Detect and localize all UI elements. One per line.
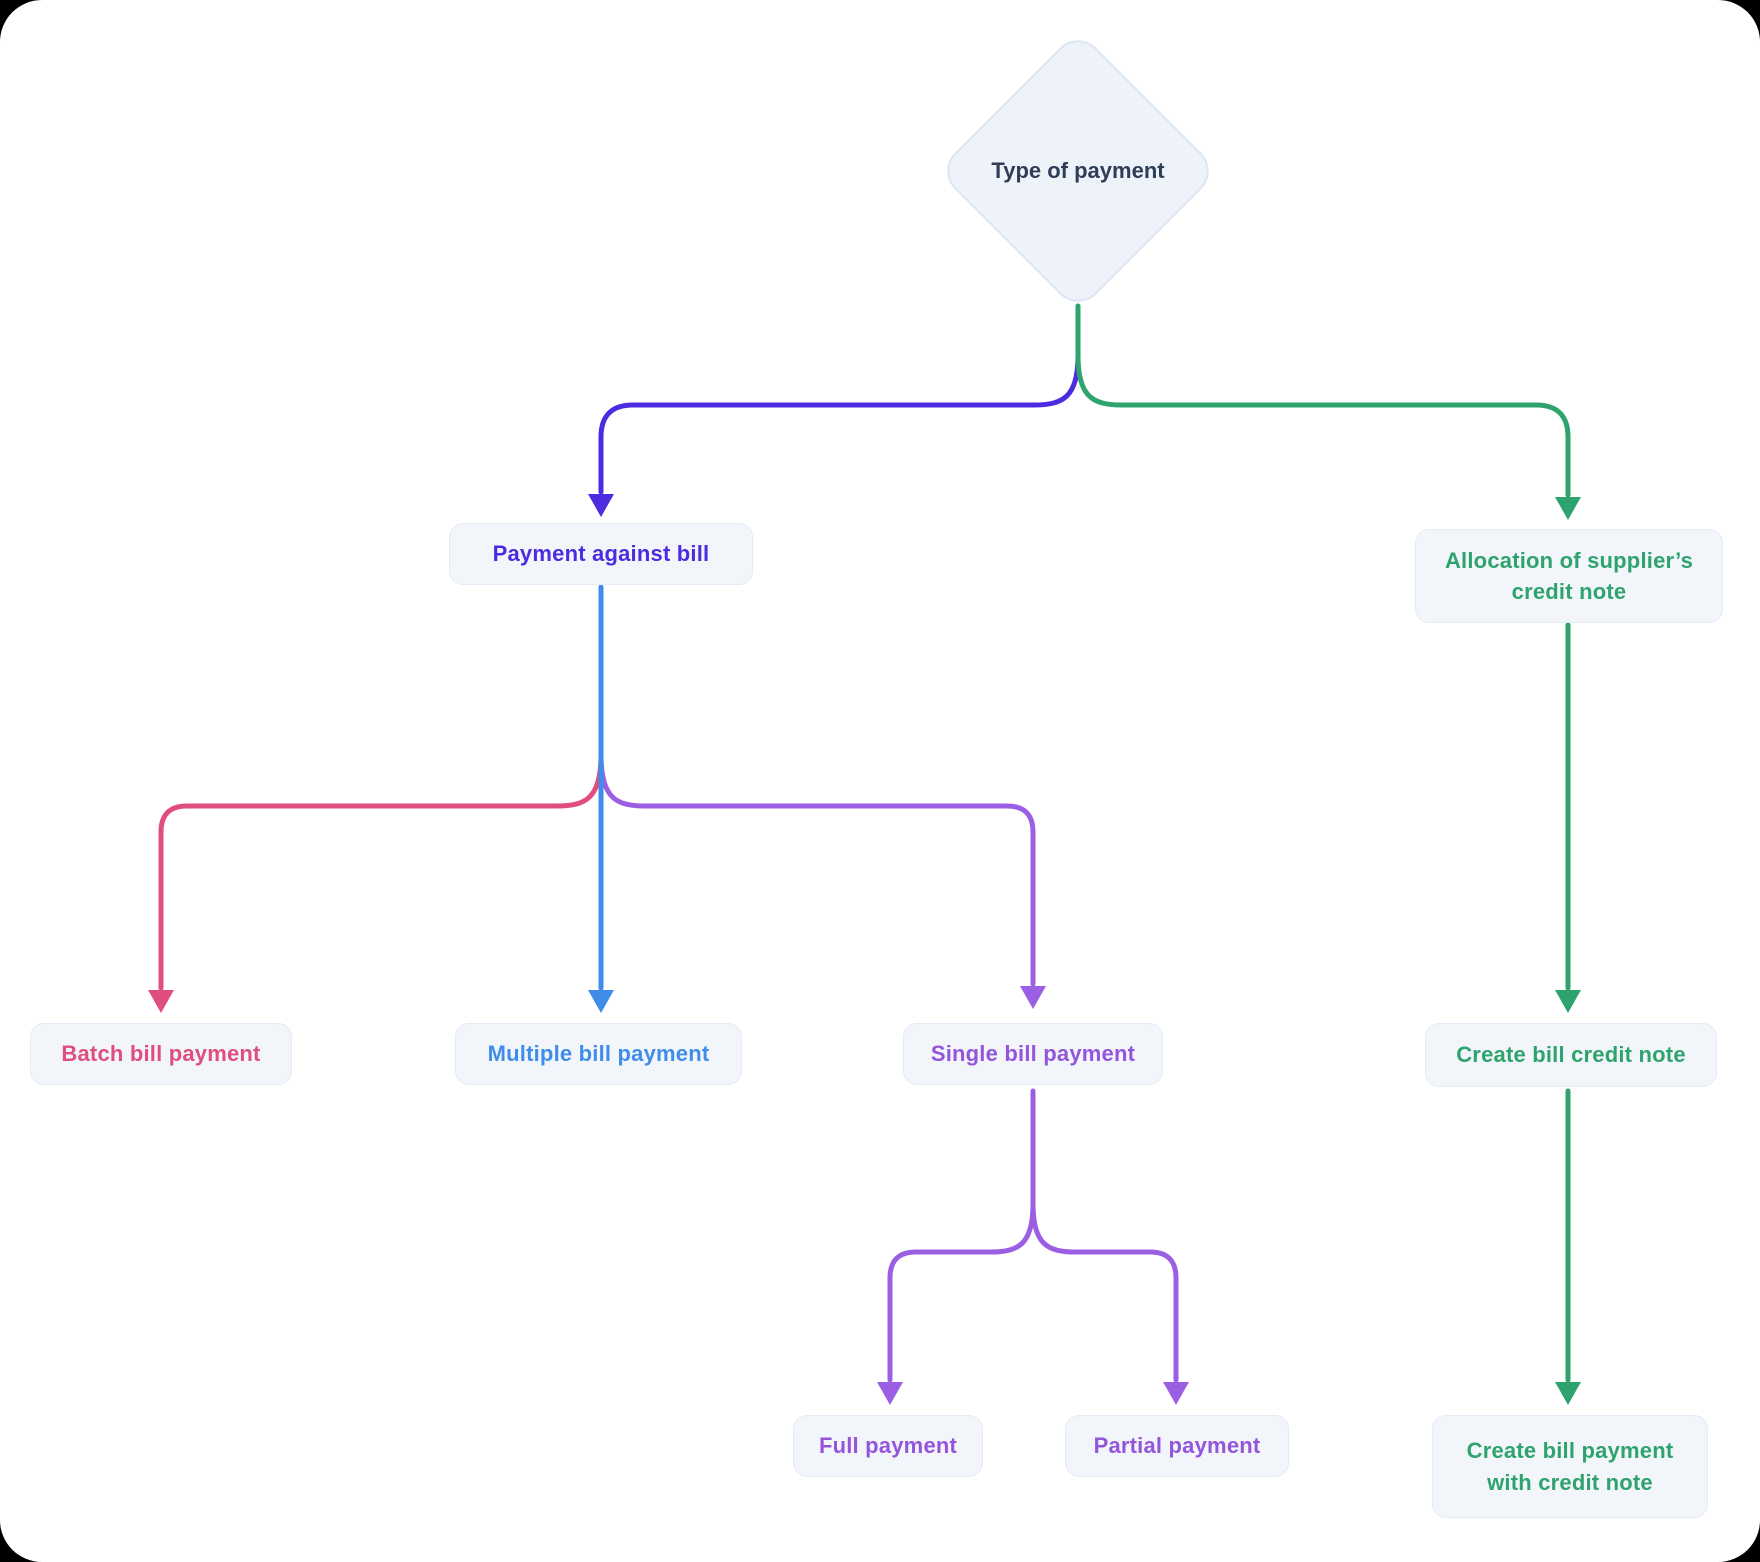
node-create-bill-credit-note: Create bill credit note bbox=[1425, 1023, 1717, 1087]
node-partial-payment: Partial payment bbox=[1065, 1415, 1289, 1477]
edge-single-to-partial bbox=[1030, 1201, 1189, 1405]
edge-payment-to-batch bbox=[148, 752, 604, 1013]
node-create-bill-payment-with-credit-note: Create bill payment with credit note bbox=[1432, 1415, 1708, 1518]
edge-create-credit-note-to-bill-payment bbox=[1555, 1088, 1581, 1405]
node-payment-against-bill: Payment against bill bbox=[449, 523, 753, 585]
edge-allocation-to-create-credit-note bbox=[1555, 622, 1581, 1013]
node-batch-bill-payment: Batch bill payment bbox=[30, 1023, 292, 1085]
edge-single-to-full bbox=[877, 1201, 1036, 1405]
node-single-bill-payment: Single bill payment bbox=[903, 1023, 1163, 1085]
edge-type-to-allocation bbox=[1075, 353, 1581, 520]
edge-payment-to-single bbox=[598, 752, 1046, 1009]
node-full-payment: Full payment bbox=[793, 1415, 983, 1477]
edge-type-to-payment-against-bill bbox=[588, 353, 1081, 517]
node-allocation-of-suppliers-credit-note: Allocation of supplier’s credit note bbox=[1415, 529, 1723, 623]
node-type-of-payment: Type of payment bbox=[991, 158, 1165, 183]
node-multiple-bill-payment: Multiple bill payment bbox=[455, 1023, 742, 1085]
edge-payment-to-multiple bbox=[588, 584, 614, 1013]
